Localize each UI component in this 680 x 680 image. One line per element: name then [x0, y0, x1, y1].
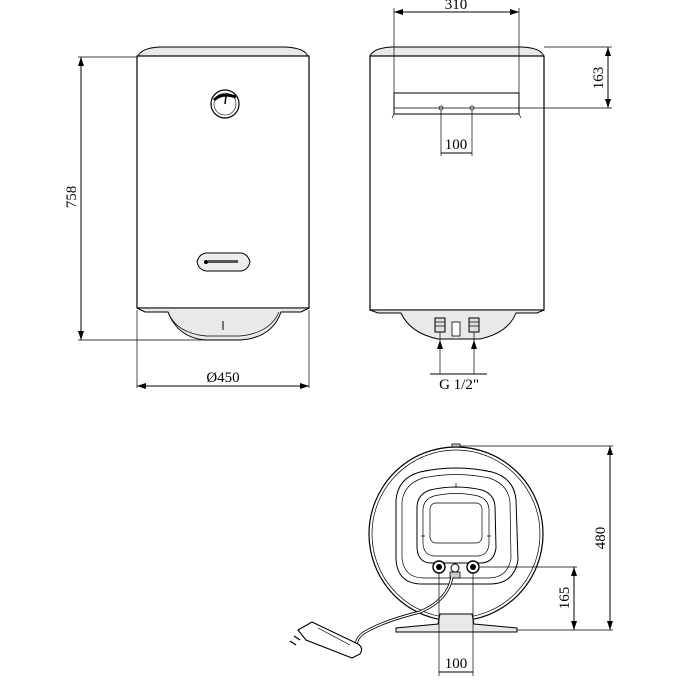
dim-label-top-width: 310 — [445, 0, 468, 13]
gauge-icon — [210, 89, 240, 119]
front-view: 758 Ø450 — [64, 46, 310, 389]
rear-view: 310 163 100 G 1/2" — [369, 0, 612, 393]
rear-tank-body — [369, 55, 545, 311]
control-box — [416, 486, 497, 564]
rear-top-cap — [369, 46, 545, 58]
power-plug-icon — [289, 621, 363, 659]
dim-label-diameter: Ø450 — [206, 370, 239, 386]
dim-label-bracket-offset: 163 — [591, 67, 607, 90]
support-stand — [395, 613, 518, 633]
dim-label-bottom-height: 480 — [593, 527, 609, 550]
bottom-cap-outline — [395, 467, 519, 585]
ariston-logo-icon — [196, 252, 251, 272]
dim-label-connection-height: 165 — [557, 587, 573, 610]
dim-label-height: 758 — [64, 186, 80, 209]
dim-label-pipe-thread: G 1/2" — [439, 377, 479, 393]
dim-label-bracket-spacing: 100 — [445, 137, 468, 153]
dim-label-bottom-spacing: 100 — [445, 656, 468, 672]
bottom-view: 480 165 100 — [289, 443, 613, 676]
front-top-cap — [137, 46, 309, 58]
